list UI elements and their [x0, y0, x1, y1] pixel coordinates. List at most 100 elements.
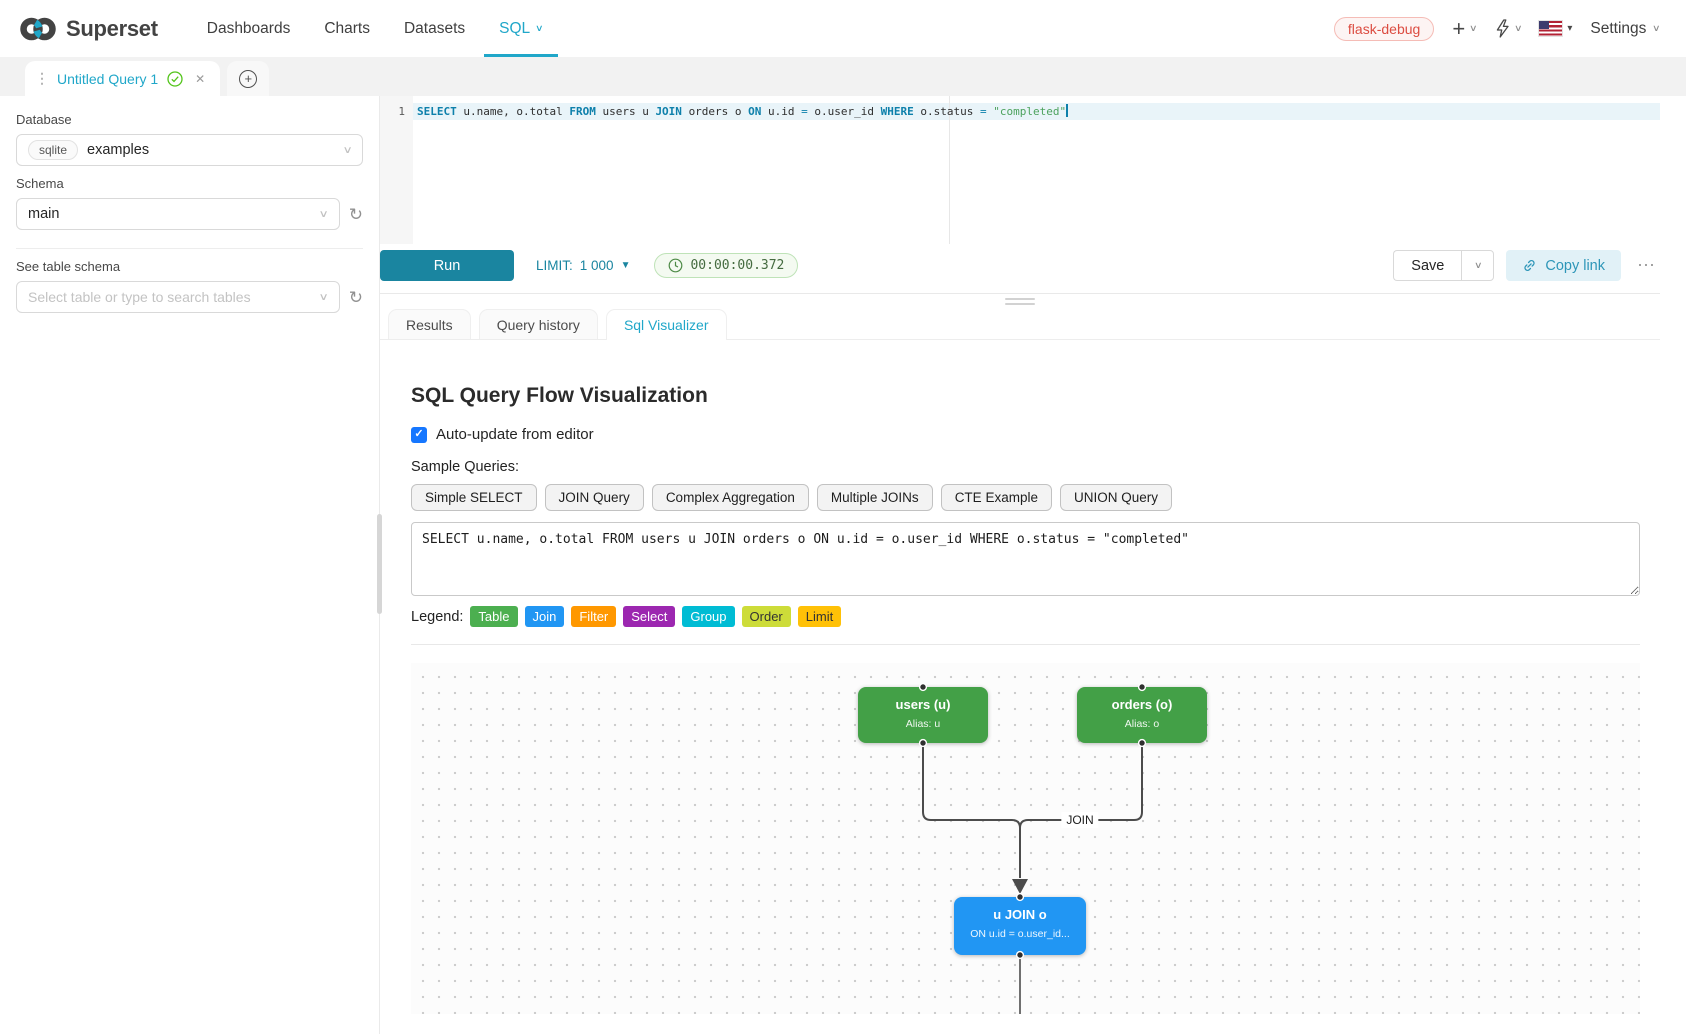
database-select[interactable]: sqlite examples ∨ [16, 134, 363, 166]
node-title: u JOIN o [993, 907, 1047, 922]
node-subtitle: Alias: o [1124, 718, 1160, 730]
brand-name: Superset [66, 15, 158, 41]
chevron-down-icon: ∨ [318, 291, 330, 303]
save-button[interactable]: Save [1393, 250, 1462, 281]
language-picker[interactable]: ▾ [1539, 21, 1572, 36]
copy-link-button[interactable]: Copy link [1506, 250, 1621, 281]
sample-union-query-button[interactable]: UNION Query [1059, 484, 1172, 511]
sql-token: = [801, 105, 815, 118]
legend-badge-filter: Filter [571, 606, 617, 627]
refresh-schema-icon[interactable]: ↻ [348, 204, 363, 224]
nav-datasets[interactable]: Datasets [403, 19, 466, 37]
sample-complex-aggregation-button[interactable]: Complex Aggregation [651, 484, 809, 511]
sql-token: SELECT [417, 105, 464, 118]
save-menu-button[interactable]: ∨ [1461, 250, 1495, 281]
flow-node-join[interactable]: u JOIN o ON u.id = o.user_id... [954, 897, 1086, 955]
edge-orders-to-join [1019, 743, 1143, 878]
legend-badge-join: Join [524, 606, 565, 627]
plus-circle-icon: + [239, 69, 258, 88]
sidebar-divider [16, 248, 363, 249]
sql-token: orders o [688, 105, 749, 118]
nav-charts[interactable]: Charts [324, 19, 370, 37]
result-tabs: Results Query history Sql Visualizer [380, 309, 1660, 340]
copy-link-label: Copy link [1545, 257, 1605, 274]
chevron-down-icon: ∨ [535, 23, 544, 33]
line-number: 1 [398, 105, 405, 118]
sample-cte-example-button[interactable]: CTE Example [940, 484, 1052, 511]
chevron-down-icon: ∨ [1469, 23, 1478, 33]
more-actions-icon[interactable]: ⋯ [1637, 255, 1656, 275]
query-shortcuts-menu[interactable]: ∨ [1495, 19, 1522, 38]
sql-token: o.user_id [814, 105, 881, 118]
sql-token: u.name, o.total [463, 105, 570, 118]
legend-badge-order: Order [741, 606, 791, 627]
join-edge-label: JOIN [1061, 812, 1099, 828]
limit-label: LIMIT: [536, 258, 573, 273]
print-margin-line [949, 96, 950, 244]
drag-handle-icon[interactable]: ⋮ [35, 70, 49, 86]
editor-gutter: 1 [380, 96, 413, 244]
flow-edges [918, 682, 1147, 1014]
sample-join-query-button[interactable]: JOIN Query [544, 484, 644, 511]
save-split-button: Save ∨ [1393, 250, 1495, 281]
nav-sql-label: SQL [499, 19, 531, 37]
app-header: Superset Dashboards Charts Datasets SQL … [0, 0, 1686, 57]
toolbar-right: Save ∨ Copy link ⋯ [1393, 250, 1660, 281]
tab-results[interactable]: Results [388, 309, 471, 339]
tab-sql-visualizer[interactable]: Sql Visualizer [605, 309, 727, 340]
sample-multiple-joins-button[interactable]: Multiple JOINs [816, 484, 933, 511]
new-item-menu[interactable]: + ∨ [1452, 15, 1478, 41]
main-panel: 1 SELECT u.name, o.total FROM users u JO… [380, 96, 1686, 1034]
sql-visualizer-pane: SQL Query Flow Visualization ✓ Auto-upda… [380, 340, 1660, 1014]
checkbox-checked-icon[interactable]: ✓ [411, 426, 427, 443]
schema-select[interactable]: main ∨ [16, 198, 340, 230]
nav-dashboards[interactable]: Dashboards [206, 19, 291, 37]
settings-menu[interactable]: Settings ∨ [1590, 20, 1661, 38]
add-query-tab-button[interactable]: + [227, 61, 270, 96]
chevron-down-icon: ∨ [1473, 260, 1483, 270]
legend-badge-select: Select [623, 606, 676, 627]
node-subtitle: ON u.id = o.user_id... [970, 928, 1070, 940]
sample-simple-select-button[interactable]: Simple SELECT [411, 484, 537, 511]
table-search-select[interactable]: Select table or type to search tables ∨ [16, 281, 340, 313]
auto-update-checkbox-row[interactable]: ✓ Auto-update from editor [411, 426, 1640, 443]
us-flag-icon [1539, 21, 1563, 36]
node-title: orders (o) [1111, 697, 1173, 712]
sample-query-buttons: Simple SELECT JOIN Query Complex Aggrega… [411, 484, 1640, 511]
sql-token: FROM [569, 105, 603, 118]
table-schema-label: See table schema [16, 259, 121, 274]
plus-icon: + [1452, 15, 1466, 41]
tab-query-history[interactable]: Query history [478, 309, 598, 339]
check-circle-icon [167, 70, 183, 87]
table-search-placeholder: Select table or type to search tables [28, 289, 251, 305]
nav-sql[interactable]: SQL ∨ [482, 0, 560, 57]
query-textarea[interactable]: SELECT u.name, o.total FROM users u JOIN… [411, 522, 1640, 596]
header-right: flask-debug + ∨ ∨ ▾ Settings ∨ [1333, 15, 1661, 41]
pane-resize-handle[interactable] [1005, 298, 1035, 308]
timer-value: 00:00:00.372 [690, 258, 785, 273]
legend-badge-group: Group [682, 606, 735, 627]
database-value: examples [87, 142, 150, 158]
node-subtitle: Alias: u [905, 718, 941, 730]
chevron-down-icon: ∨ [318, 208, 330, 220]
text-cursor [1066, 104, 1069, 117]
auto-update-label: Auto-update from editor [436, 426, 594, 443]
schema-row: main ∨ ↻ [16, 198, 363, 230]
edge-users-to-join [922, 743, 1021, 878]
flow-node-orders[interactable]: orders (o) Alias: o [1077, 687, 1207, 743]
run-button[interactable]: Run [380, 250, 514, 281]
sql-lab-layout: Database sqlite examples ∨ Schema main ∨… [0, 96, 1686, 1034]
sql-editor[interactable]: 1 SELECT u.name, o.total FROM users u JO… [380, 96, 1660, 244]
query-tab-active[interactable]: ⋮ Untitled Query 1 ✕ [25, 61, 221, 96]
database-engine-badge: sqlite [28, 140, 79, 160]
limit-dropdown[interactable]: LIMIT: 1 000 ▼ [536, 258, 630, 273]
superset-logo[interactable]: Superset [18, 14, 158, 44]
sql-token: u.id [768, 105, 802, 118]
flow-node-users[interactable]: users (u) Alias: u [858, 687, 988, 743]
refresh-tables-icon[interactable]: ↻ [348, 287, 363, 307]
close-icon[interactable]: ✕ [195, 71, 206, 86]
sidebar-resize-handle[interactable] [377, 514, 382, 614]
flow-canvas[interactable]: users (u) Alias: u orders (o) Alias: o u… [411, 663, 1640, 1014]
page-title: SQL Query Flow Visualization [411, 384, 708, 407]
database-label: Database [16, 112, 72, 127]
